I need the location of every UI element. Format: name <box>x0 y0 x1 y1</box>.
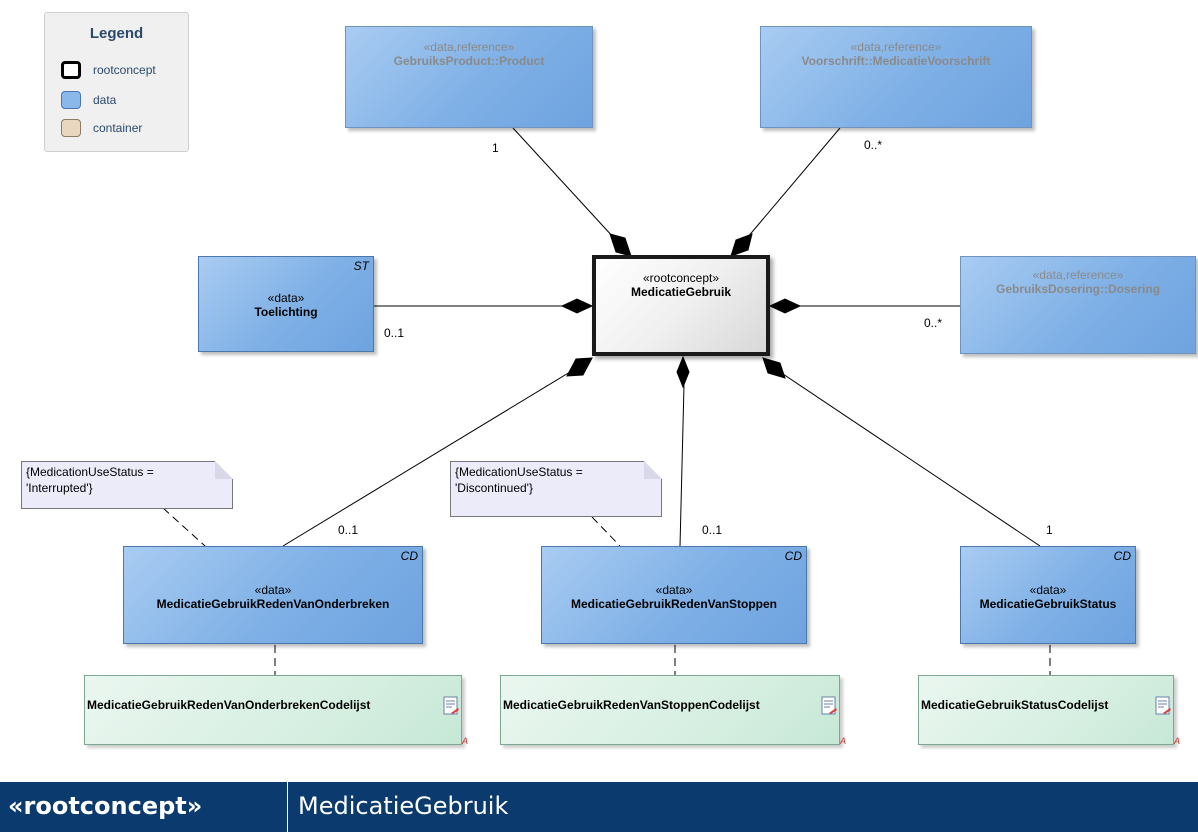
composition-diamond-dosering <box>768 298 802 314</box>
multiplicity-status: 1 <box>1046 523 1053 537</box>
composition-diamond-product <box>609 233 632 257</box>
footer-stereotype: «rootconcept» <box>0 782 288 832</box>
container-redenvanonderbreken-codelijst[interactable]: MedicatieGebruikRedenVanOnderbrekenCodel… <box>84 675 468 746</box>
class-gebruikstatus[interactable]: CD «data» MedicatieGebruikStatus <box>960 546 1136 644</box>
composition-diamond-status <box>762 357 786 379</box>
class-gebruiksdosering[interactable]: «data,reference» GebruiksDosering::Doser… <box>960 256 1196 354</box>
class-name: Voorschrift::MedicatieVoorschrift <box>801 54 991 68</box>
class-type-tag: CD <box>784 549 802 563</box>
composition-diamond-onderbreken <box>566 357 593 377</box>
note-link-interrupted <box>162 507 206 547</box>
multiplicity-toelichting: 0..1 <box>384 326 405 340</box>
connector-status <box>779 371 1041 547</box>
composition-diamond-voorschrift <box>730 233 753 257</box>
multiplicity-product: 1 <box>492 141 499 155</box>
class-redenvanstoppen[interactable]: CD «data» MedicatieGebruikRedenVanStoppe… <box>541 546 807 644</box>
class-stereotype: «data» <box>655 583 693 597</box>
codelist-document-icon <box>443 696 459 715</box>
codelist-document-icon <box>821 696 837 715</box>
class-stereotype: «data,reference» <box>1032 268 1124 282</box>
container-redenvanstoppen-codelijst[interactable]: MedicatieGebruikRedenVanStoppenCodelijst… <box>500 675 846 746</box>
class-type-tag: ST <box>353 259 369 273</box>
legend-swatch-data <box>61 91 81 109</box>
class-medicatievoorschrift[interactable]: «data,reference» Voorschrift::MedicatieV… <box>760 26 1032 128</box>
legend-swatch-rootconcept <box>61 61 81 79</box>
multiplicity-voorschrift: 0..* <box>864 138 883 152</box>
note-line: 'Discontinued'} <box>455 481 533 495</box>
container-gebruikstatus-codelijst[interactable]: MedicatieGebruikStatusCodelijst A <box>918 675 1180 746</box>
note-link-discontinued <box>591 516 621 547</box>
legend-label-data: data <box>93 93 117 107</box>
class-name: MedicatieGebruik <box>630 285 732 299</box>
container-mark: A <box>839 736 846 746</box>
multiplicity-stoppen: 0..1 <box>702 523 723 537</box>
class-redenvanonderbreken[interactable]: CD «data» MedicatieGebruikRedenVanOnderb… <box>123 546 423 644</box>
class-type-tag: CD <box>1113 549 1131 563</box>
legend-label-container: container <box>93 121 143 135</box>
class-stereotype: «data,reference» <box>850 40 942 54</box>
codelist-document-icon <box>1155 696 1171 715</box>
note-line: {MedicationUseStatus = <box>455 465 583 479</box>
constraint-note-interrupted[interactable]: {MedicationUseStatus = 'Interrupted'} <box>21 461 233 509</box>
class-name: GebruiksProduct::Product <box>393 54 545 68</box>
legend-swatch-container <box>61 119 81 137</box>
class-stereotype: «rootconcept» <box>642 271 720 285</box>
constraint-note-discontinued[interactable]: {MedicationUseStatus = 'Discontinued'} <box>450 461 662 517</box>
legend-label-rootconcept: rootconcept <box>93 63 156 77</box>
container-name: MedicatieGebruikRedenVanStoppenCodelijst <box>503 698 760 712</box>
connector-onderbreken <box>282 371 571 547</box>
class-stereotype: «data» <box>267 291 305 305</box>
class-name: Toelichting <box>254 305 318 319</box>
note-line: 'Interrupted'} <box>26 481 93 495</box>
concept-header-bar: «rootconcept» MedicatieGebruik <box>0 782 1198 832</box>
rootconcept-medicatiegebruik[interactable]: «rootconcept» MedicatieGebruik <box>592 255 770 356</box>
connector-stoppen <box>679 384 685 547</box>
container-name: MedicatieGebruikStatusCodelijst <box>921 698 1109 712</box>
class-toelichting[interactable]: ST «data» Toelichting <box>198 256 374 352</box>
class-name: MedicatieGebruikStatus <box>979 597 1117 611</box>
composition-diamond-toelichting <box>560 298 594 314</box>
legend: Legend rootconcept data container <box>44 12 189 152</box>
note-fold-icon <box>215 461 233 479</box>
multiplicity-onderbreken: 0..1 <box>338 523 359 537</box>
footer-concept-name: MedicatieGebruik <box>298 792 509 820</box>
container-mark: A <box>461 736 468 746</box>
connector-product <box>512 127 615 239</box>
container-mark: A <box>1173 736 1180 746</box>
class-gebruiksproduct[interactable]: «data,reference» GebruiksProduct::Produc… <box>345 26 593 128</box>
note-fold-icon <box>644 461 662 479</box>
composition-diamond-stoppen <box>676 355 690 389</box>
container-name: MedicatieGebruikRedenVanOnderbrekenCodel… <box>87 698 371 712</box>
class-type-tag: CD <box>400 549 418 563</box>
note-line: {MedicationUseStatus = <box>26 465 154 479</box>
class-name: MedicatieGebruikRedenVanStoppen <box>570 597 778 611</box>
class-stereotype: «data» <box>254 583 292 597</box>
class-stereotype: «data» <box>1029 583 1067 597</box>
class-name: MedicatieGebruikRedenVanOnderbreken <box>156 597 390 611</box>
multiplicity-dosering: 0..* <box>924 316 943 330</box>
connector-voorschrift <box>746 127 841 239</box>
legend-title: Legend <box>89 25 144 42</box>
class-name: GebruiksDosering::Dosering <box>995 282 1161 296</box>
class-stereotype: «data,reference» <box>423 40 515 54</box>
